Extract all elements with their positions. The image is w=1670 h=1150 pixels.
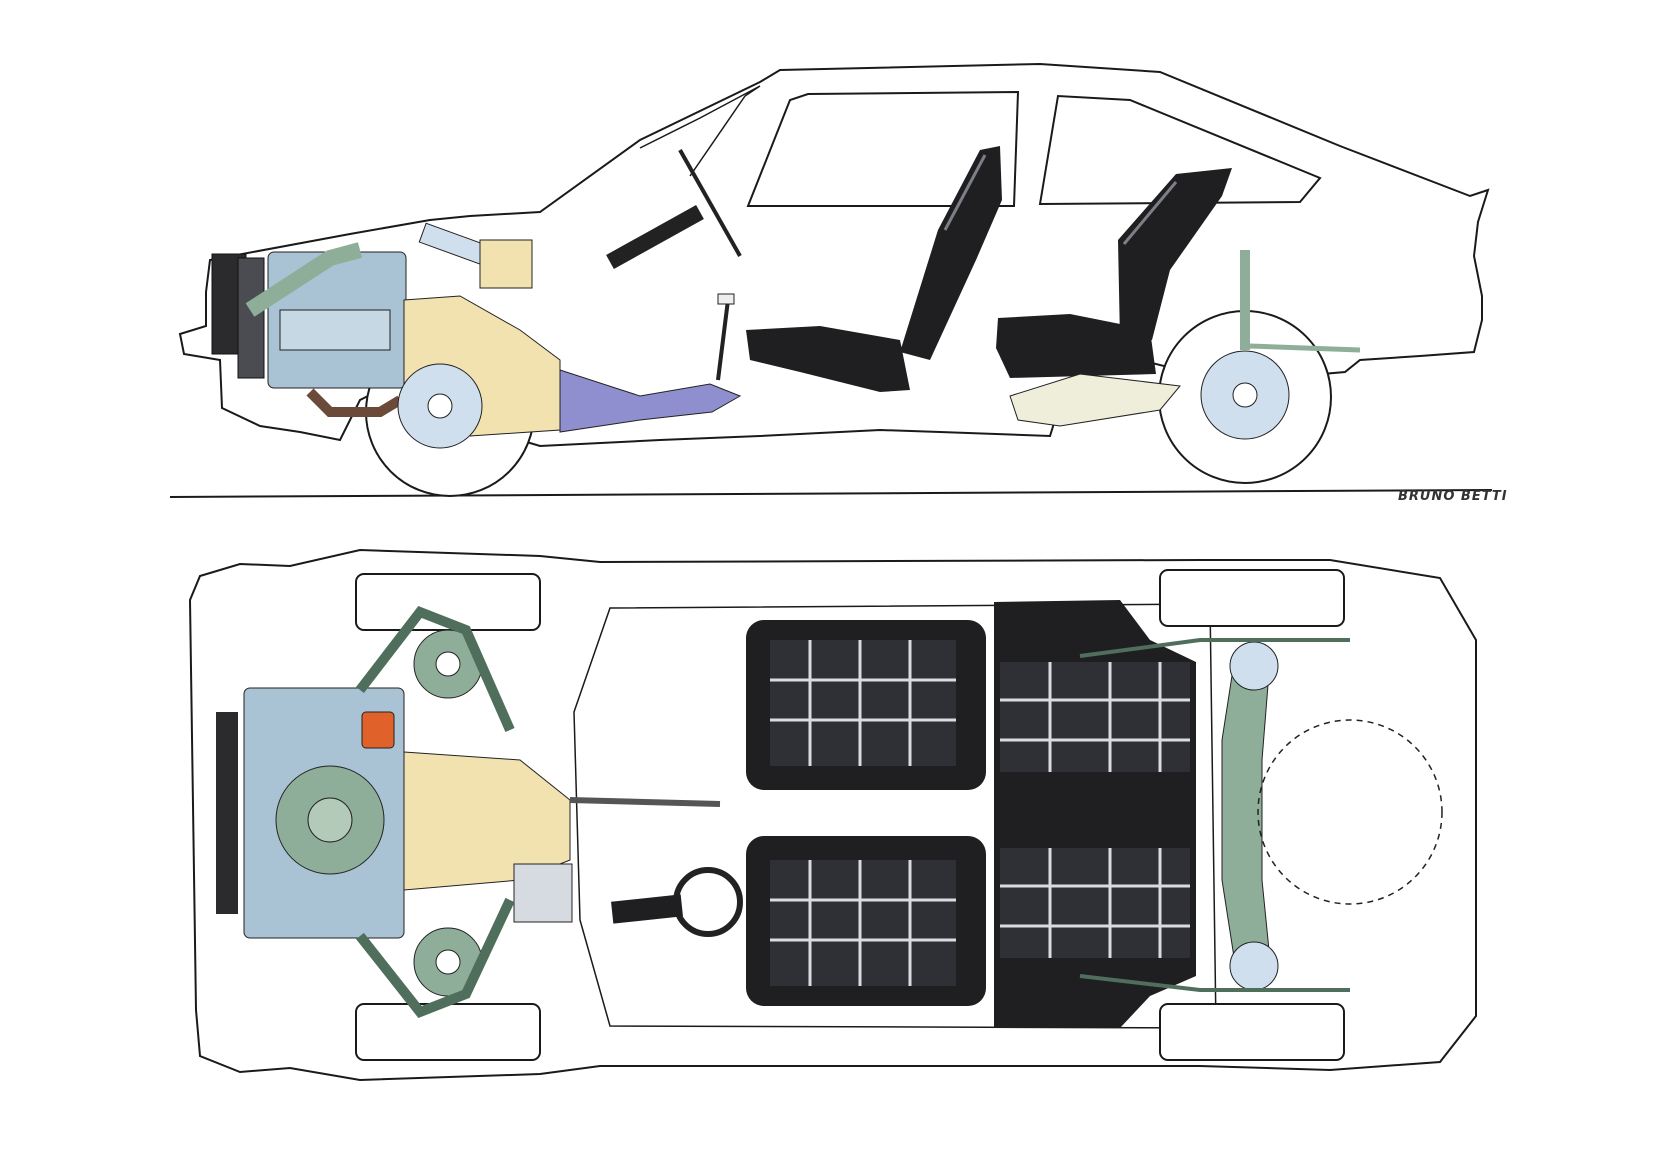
rear-bench-seat xyxy=(994,600,1196,1028)
front-left-hub xyxy=(435,651,461,677)
brake-servo xyxy=(479,239,533,289)
rear-link xyxy=(1249,343,1361,353)
steering-wheel xyxy=(678,149,742,257)
top-view xyxy=(188,548,1477,1082)
side-view xyxy=(169,62,1493,498)
gear-linkage xyxy=(569,797,721,807)
air-filter-cap xyxy=(307,797,353,843)
rear-left-wheel-well xyxy=(1159,569,1345,627)
top-gearbox xyxy=(403,751,571,891)
rear-seat-cushion xyxy=(996,314,1156,378)
exhaust-pipe xyxy=(306,388,403,417)
front-right-seat xyxy=(746,836,986,1006)
windshield-line xyxy=(639,85,761,177)
artist-signature: BRUNO BETTI xyxy=(1398,489,1508,504)
front-right-hub xyxy=(435,949,461,975)
rear-left-link xyxy=(1079,638,1350,658)
steering-column-top xyxy=(611,894,683,924)
engine-head xyxy=(279,309,391,351)
rear-right-link xyxy=(1079,974,1350,992)
gear-lever xyxy=(716,299,730,381)
side-window-rear xyxy=(1038,94,1322,206)
rear-left-brake xyxy=(1229,641,1279,691)
steering-wheel-top xyxy=(673,867,743,937)
rear-seat-highlight xyxy=(1122,181,1178,245)
rear-trailing-arm xyxy=(1009,373,1181,427)
front-subframe xyxy=(559,369,742,433)
steering-column xyxy=(606,205,704,269)
rear-right-brake xyxy=(1229,941,1279,991)
gear-knob xyxy=(717,293,735,305)
top-body-outline xyxy=(188,548,1477,1082)
intake-pipe xyxy=(245,242,363,317)
ground-line xyxy=(169,489,1493,498)
front-seat-back xyxy=(900,146,1002,360)
front-right-wheel-well xyxy=(355,1003,541,1061)
radiator-fan xyxy=(237,257,265,379)
transmission-housing xyxy=(513,863,573,923)
top-radiator xyxy=(216,712,238,914)
front-seat-highlight xyxy=(943,154,987,231)
front-seat-cushion xyxy=(746,326,910,392)
rear-hub xyxy=(1232,382,1258,408)
rear-right-wheel-well xyxy=(1159,1003,1345,1061)
front-left-wishbone xyxy=(356,605,515,733)
oil-filter xyxy=(361,711,395,749)
front-left-seat xyxy=(746,620,986,790)
rear-axle-beam xyxy=(1221,649,1271,971)
front-right-wishbone xyxy=(356,897,515,1019)
spare-wheel xyxy=(1257,719,1443,905)
rear-seat-back xyxy=(1118,168,1232,340)
front-hub xyxy=(427,393,453,419)
